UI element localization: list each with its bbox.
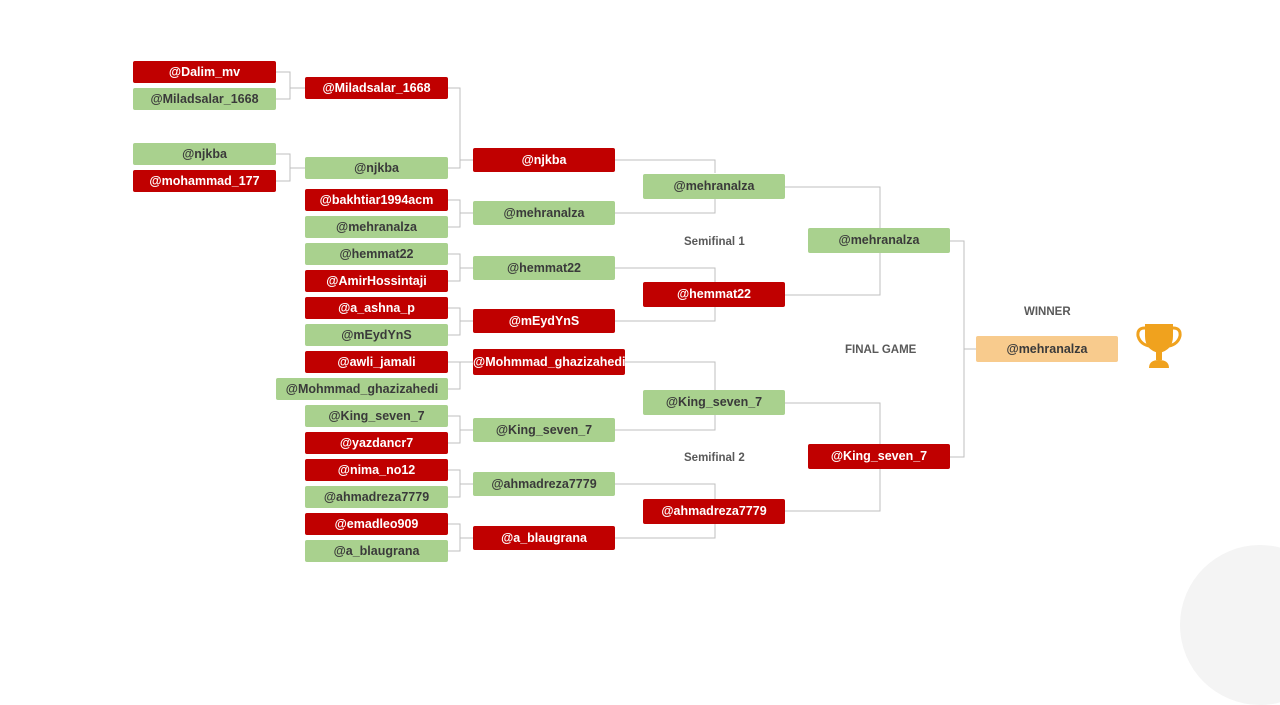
bracket-entry: @hemmat22 bbox=[473, 256, 615, 280]
bracket-entry: @a_blaugrana bbox=[473, 526, 615, 550]
bracket-entry: @yazdancr7 bbox=[305, 432, 448, 454]
winner-label: WINNER bbox=[1024, 306, 1071, 318]
bracket-entry: @emadleo909 bbox=[305, 513, 448, 535]
bracket-entry: @mEydYnS bbox=[473, 309, 615, 333]
bracket-entry: @King_seven_7 bbox=[305, 405, 448, 427]
semifinal-1-label: Semifinal 1 bbox=[684, 236, 745, 248]
bracket-entry: @njkba bbox=[133, 143, 276, 165]
final-entry: @mehranalza bbox=[808, 228, 950, 253]
winner-entry: @mehranalza bbox=[976, 336, 1118, 362]
bracket-connectors bbox=[276, 71, 976, 552]
bracket-entry: @ahmadreza7779 bbox=[473, 472, 615, 496]
semifinal-1-entry: @mehranalza bbox=[643, 174, 785, 199]
bracket-entry: @Miladsalar_1668 bbox=[133, 88, 276, 110]
bracket-entry: @mEydYnS bbox=[305, 324, 448, 346]
bracket-entry: @mehranalza bbox=[305, 216, 448, 238]
bracket-entry: @hemmat22 bbox=[305, 243, 448, 265]
bracket-entry: @njkba bbox=[473, 148, 615, 172]
bracket-entry: @mehranalza bbox=[473, 201, 615, 225]
bracket-entry: @King_seven_7 bbox=[473, 418, 615, 442]
bracket-entry: @bakhtiar1994acm bbox=[305, 189, 448, 211]
semifinal-2-label: Semifinal 2 bbox=[684, 452, 745, 464]
semifinal-1-entry: @hemmat22 bbox=[643, 282, 785, 307]
bracket-entry: @Miladsalar_1668 bbox=[305, 77, 448, 99]
final-game-label: FINAL GAME bbox=[845, 344, 917, 356]
bracket-entry: @awli_jamali bbox=[305, 351, 448, 373]
bracket-entry: @njkba bbox=[305, 157, 448, 179]
bracket-entry: @AmirHossintaji bbox=[305, 270, 448, 292]
final-entry: @King_seven_7 bbox=[808, 444, 950, 469]
bracket-entry: @a_ashna_p bbox=[305, 297, 448, 319]
semifinal-2-entry: @King_seven_7 bbox=[643, 390, 785, 415]
bracket-entry: @Mohmmad_ghazizahedi bbox=[276, 378, 448, 400]
bracket-entry: @a_blaugrana bbox=[305, 540, 448, 562]
trophy-icon bbox=[1136, 324, 1182, 368]
semifinal-2-entry: @ahmadreza7779 bbox=[643, 499, 785, 524]
bracket-entry: @ahmadreza7779 bbox=[305, 486, 448, 508]
bracket-entry: @nima_no12 bbox=[305, 459, 448, 481]
bracket-entry: @Dalim_mv bbox=[133, 61, 276, 83]
bracket-entry: @Mohmmad_ghazizahedi bbox=[473, 349, 625, 375]
bracket-entry: @mohammad_177 bbox=[133, 170, 276, 192]
